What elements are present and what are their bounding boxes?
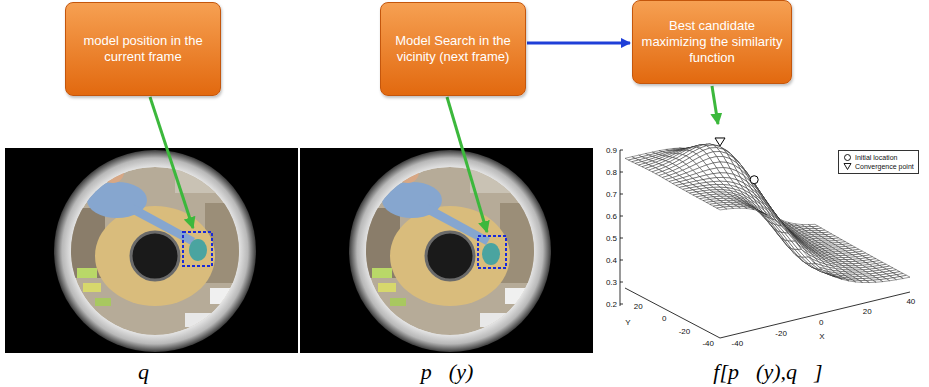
tick-mark (620, 282, 623, 283)
axis-tick: -20 (679, 326, 691, 335)
axis-tick: 0.2 (606, 300, 617, 309)
axis-tick: 20 (634, 301, 643, 310)
axis-tick: 20 (863, 307, 872, 316)
mesh-cell (771, 218, 781, 225)
tracked-object (482, 243, 500, 265)
tick-mark (620, 260, 623, 261)
mesh-cell (805, 257, 815, 264)
triangle-symbol (844, 164, 851, 170)
legend-text: Convergence point (855, 162, 914, 171)
process-box: model position in the current frame (65, 2, 221, 96)
tick-mark (620, 238, 623, 239)
legend-row: Convergence point (843, 162, 914, 171)
plot-legend: Initial locationConvergence point (838, 150, 919, 174)
initial-marker (750, 176, 758, 184)
fisheye-frame (300, 148, 593, 353)
mesh-cell (818, 269, 828, 274)
box-text: model position in the current frame (74, 33, 212, 65)
plot-markers (715, 138, 758, 184)
axis-tick: 40 (906, 296, 915, 305)
axis-tick: 0.7 (606, 190, 617, 199)
box-text: Best candidate maximizing the similarity… (641, 18, 783, 66)
process-box: Model Search in the vicinity (next frame… (380, 2, 526, 96)
axis-tick: 0.3 (606, 278, 617, 287)
mesh-cell (798, 249, 808, 257)
z-axis (620, 150, 621, 306)
tick-marks (620, 150, 623, 304)
axis-tick: 0.9 (606, 146, 617, 155)
leader-arrow (447, 97, 487, 232)
axis-tick: 0.6 (606, 212, 617, 221)
axis-tick: 0.8 (606, 168, 617, 177)
mesh-cell (791, 241, 801, 249)
tick-mark (620, 172, 623, 173)
floor-edge (625, 288, 910, 338)
axis-name: X (819, 332, 824, 341)
tick-mark (620, 216, 623, 217)
axis-tick: -20 (775, 328, 787, 337)
tick-mark (620, 150, 623, 151)
math-label: p⃗(y) (421, 360, 474, 384)
tick-mark (620, 304, 623, 305)
candidate-window (478, 236, 506, 268)
model-window (183, 232, 212, 266)
convergence-marker (715, 138, 725, 146)
axis-tick: 0 (662, 314, 666, 323)
flow-arrow (527, 42, 630, 45)
axis-tick: -40 (702, 339, 714, 348)
legend-row: Initial location (843, 153, 914, 162)
mesh-cell (784, 233, 794, 241)
tick-mark (620, 194, 623, 195)
leader-arrow (150, 97, 193, 228)
axis-tick: 0.4 (606, 256, 617, 265)
tracked-object (189, 239, 207, 261)
axis-tick: 0 (819, 318, 823, 327)
circle-symbol (845, 155, 851, 161)
mesh-cell (717, 207, 727, 210)
process-box: Best candidate maximizing the similarity… (632, 0, 792, 84)
leader-arrow (712, 86, 718, 124)
fisheye-frame (5, 148, 298, 353)
legend-text: Initial location (855, 153, 897, 162)
axis-name: Y (625, 318, 630, 327)
legend-triangle-symbol (843, 162, 852, 171)
math-label: q⃗ (138, 360, 166, 384)
math-label: f[p⃗(y),q⃗] (713, 360, 822, 384)
mesh-cell (825, 273, 835, 277)
mesh-cell (778, 225, 788, 233)
legend-circle-symbol (843, 153, 852, 162)
axis-tick: -40 (732, 339, 744, 348)
mesh-cell (812, 264, 822, 270)
box-text: Model Search in the vicinity (next frame… (389, 33, 517, 65)
axis-tick: 0.5 (606, 234, 617, 243)
mesh-cell (751, 208, 761, 212)
